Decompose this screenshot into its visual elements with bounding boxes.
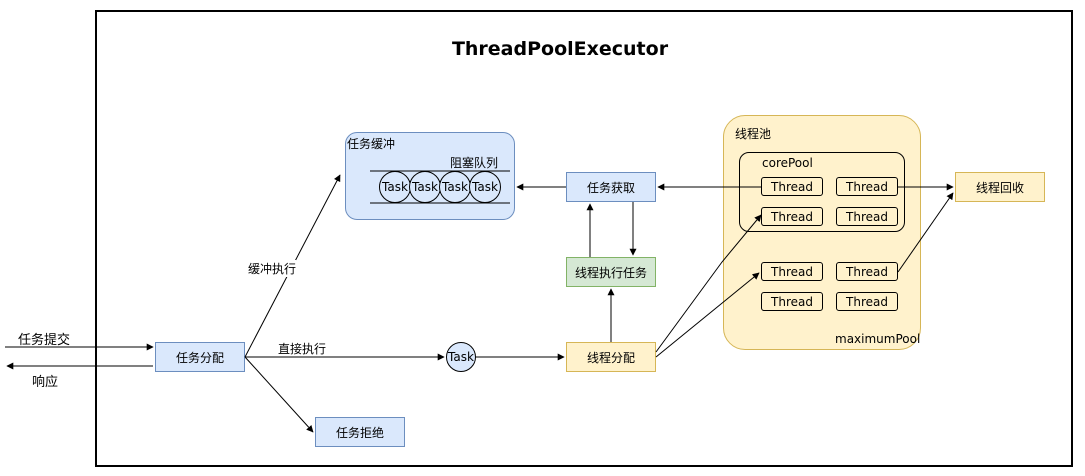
thread-execute-task-node: 线程执行任务	[566, 257, 656, 287]
submit-label: 任务提交	[18, 333, 71, 348]
thread-pool-group	[723, 115, 921, 350]
task-fetch-node: 任务获取	[566, 172, 656, 202]
response-label: 响应	[32, 375, 59, 390]
core-pool-group	[739, 152, 905, 232]
thread-pool-label: 线程池	[735, 127, 772, 141]
queue-task-circle: Task	[469, 171, 501, 203]
direct-task-circle: Task	[446, 342, 476, 372]
thread-node: Thread	[761, 262, 823, 281]
thread-node: Thread	[836, 177, 898, 196]
thread-recycle-node: 线程回收	[955, 172, 1045, 202]
queue-task-circle: Task	[439, 171, 471, 203]
thread-node: Thread	[761, 292, 823, 311]
buffer-exec-label: 缓冲执行	[248, 260, 297, 277]
diagram-title: ThreadPoolExecutor	[451, 38, 669, 60]
maximum-pool-label: maximumPool	[835, 332, 921, 346]
task-buffer-label: 任务缓冲	[347, 137, 396, 151]
thread-node: Thread	[836, 262, 898, 281]
thread-node: Thread	[761, 177, 823, 196]
diagram-frame	[95, 10, 1073, 467]
core-pool-label: corePool	[762, 156, 813, 170]
thread-node: Thread	[836, 292, 898, 311]
thread-node: Thread	[761, 207, 823, 226]
task-dispatch-node: 任务分配	[155, 342, 245, 372]
blocking-queue-label: 阻塞队列	[450, 156, 499, 170]
task-reject-node: 任务拒绝	[315, 417, 405, 447]
direct-exec-label: 直接执行	[278, 342, 327, 356]
thread-node: Thread	[836, 207, 898, 226]
thread-assign-node: 线程分配	[566, 342, 656, 372]
queue-task-circle: Task	[379, 171, 411, 203]
queue-task-circle: Task	[409, 171, 441, 203]
